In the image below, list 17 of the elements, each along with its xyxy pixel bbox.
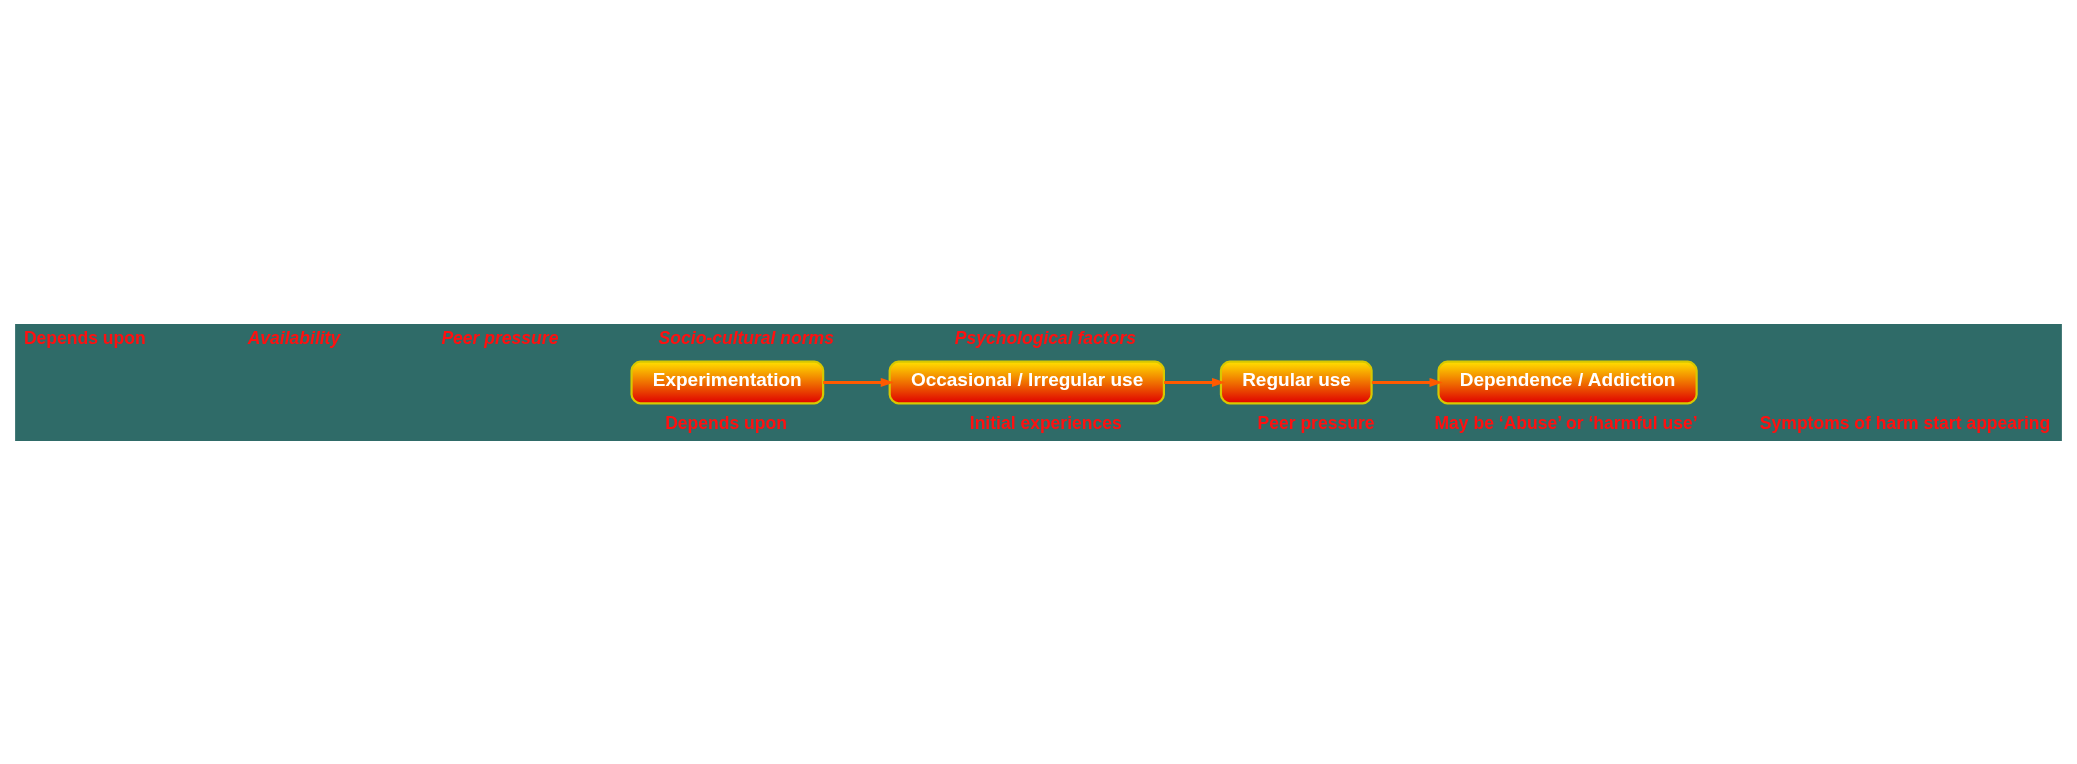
arrow <box>1164 377 1226 387</box>
node-box: Dependence / Addiction <box>1437 360 1698 404</box>
label: Availability <box>247 327 341 348</box>
label: Socio-cultural norms <box>658 327 834 348</box>
label: Depends upon <box>665 412 787 433</box>
node-box: Experimentation <box>630 360 825 404</box>
label: Peer pressure <box>1257 412 1375 433</box>
node-box: Regular use <box>1219 360 1373 404</box>
label: Psychological factors <box>954 327 1137 348</box>
arrow <box>823 377 894 387</box>
arrow <box>1371 377 1443 387</box>
label: May be ‘Abuse’ or ‘harmful use’ <box>1434 412 1698 433</box>
node-box: Occasional / Irregular use <box>888 360 1165 404</box>
label: Peer pressure <box>441 327 559 348</box>
label: Depends upon <box>23 327 146 348</box>
label: Symptoms of harm start appearing <box>1759 412 2051 433</box>
label: Initial experiences <box>969 412 1122 433</box>
